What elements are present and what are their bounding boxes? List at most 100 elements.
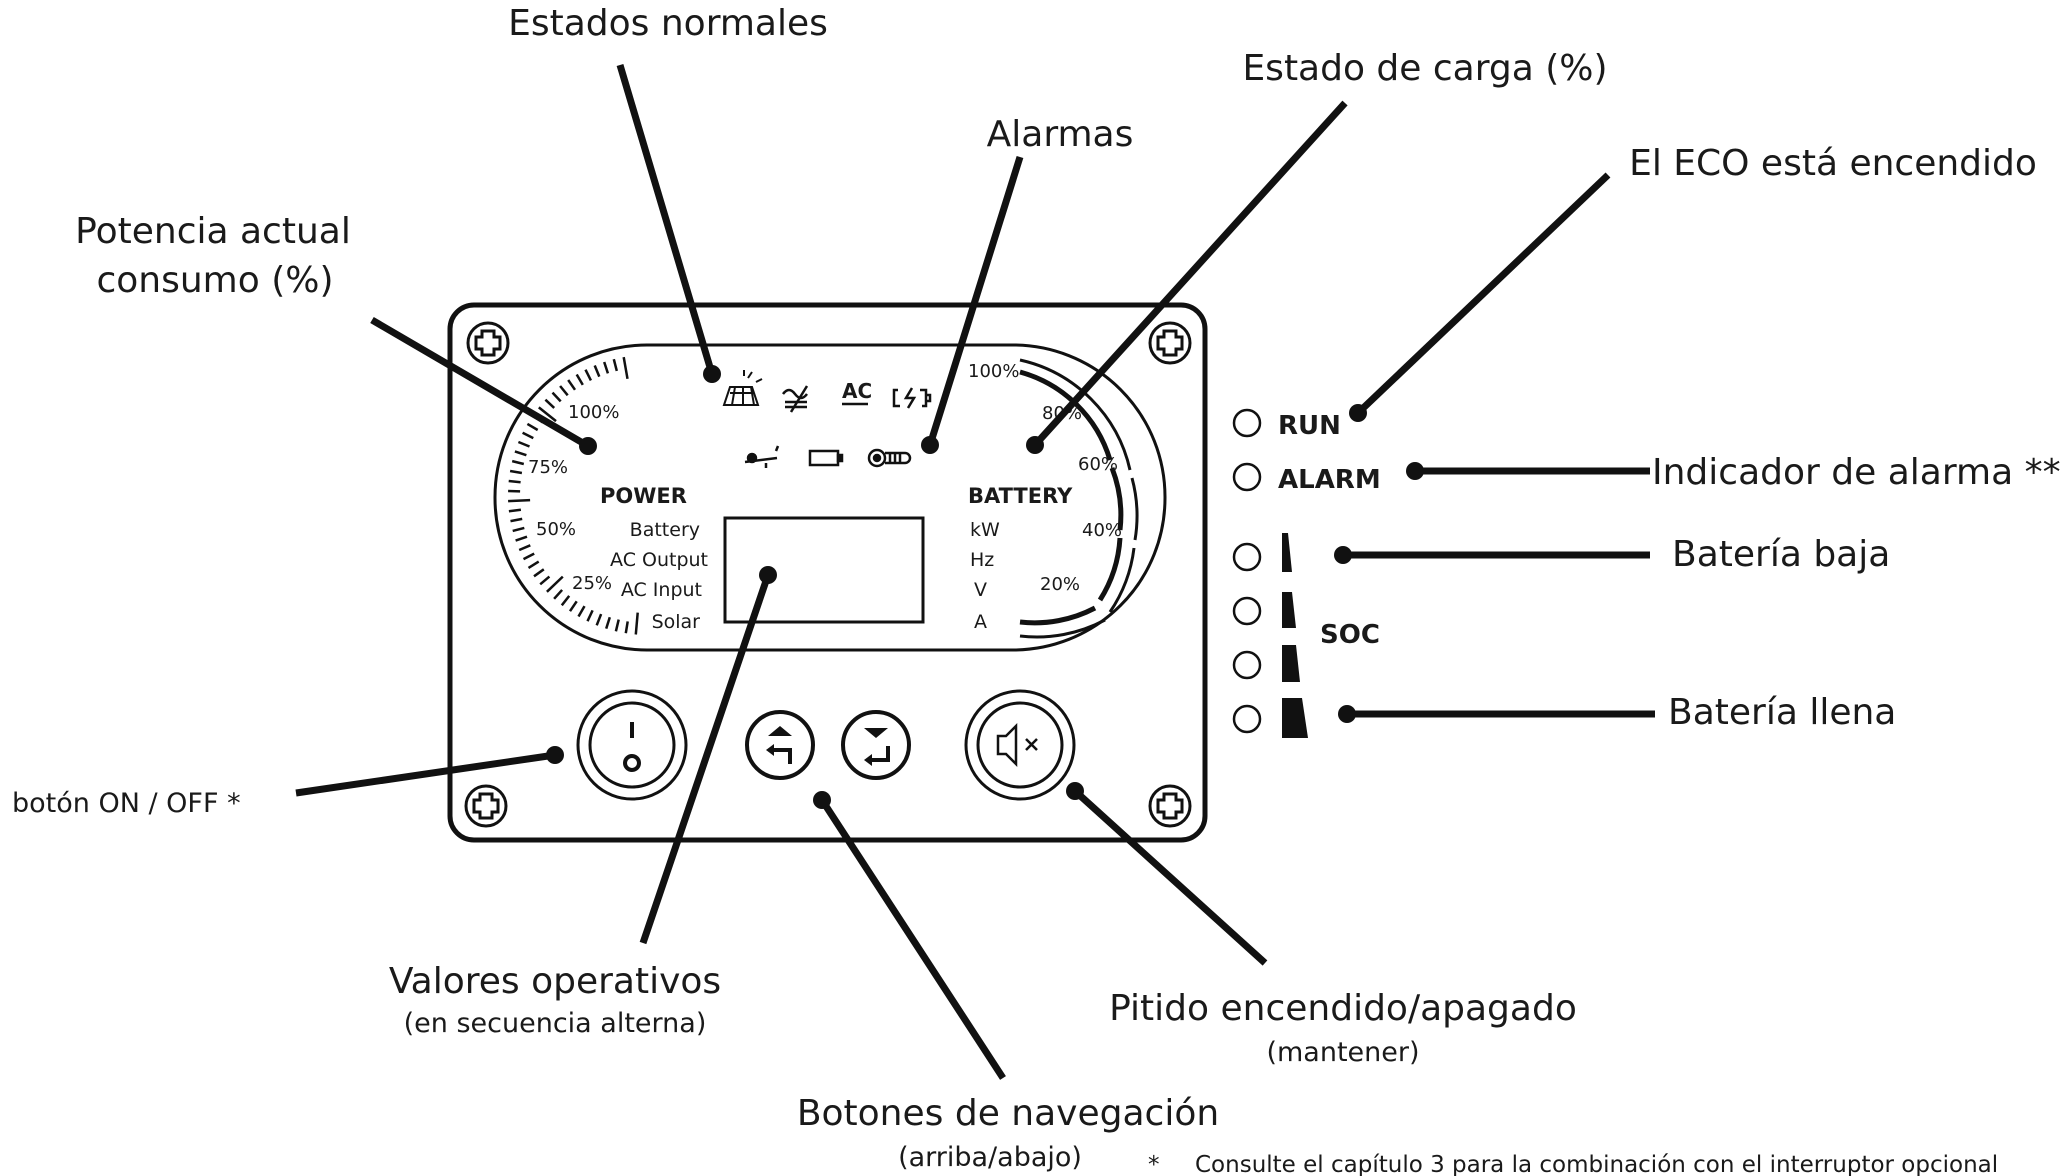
- overload-icon: [744, 445, 780, 468]
- soc-bar-4: [1282, 698, 1308, 738]
- gauge-tick: [567, 379, 577, 391]
- gauge-tick: [539, 575, 551, 586]
- battery-title: BATTERY: [968, 484, 1073, 508]
- charging-icon: [892, 387, 932, 409]
- gauge-tick: [511, 459, 525, 466]
- gauge-tick: [544, 398, 556, 409]
- callout-power-line1: Potencia actual: [75, 211, 351, 252]
- power-scale-25: 25%: [572, 573, 612, 594]
- on-off-button[interactable]: [576, 689, 688, 801]
- leader-lines: [295, 64, 1655, 1080]
- gauge-tick: [614, 619, 620, 632]
- screw-icon: [1148, 784, 1192, 828]
- soc-led-4: [1232, 704, 1262, 734]
- gauge-tick: [605, 616, 611, 629]
- gauge-tick: [595, 613, 603, 626]
- power-row-ac-output: AC Output: [610, 549, 708, 571]
- callout-eco-on: El ECO está encendido: [1629, 143, 2037, 184]
- gauge-tick: [593, 365, 601, 378]
- run-label: RUN: [1278, 411, 1341, 441]
- gauge-tick: [522, 552, 535, 561]
- battery-unit-a: A: [974, 611, 987, 633]
- callout-battery-low: Batería baja: [1672, 534, 1890, 575]
- gauge-tick: [584, 369, 593, 381]
- callout-battery-full: Batería llena: [1668, 692, 1896, 733]
- mute-button[interactable]: [964, 689, 1076, 801]
- footnote: Consulte el capítulo 3 para la combinaci…: [1195, 1152, 1998, 1176]
- run-led: [1232, 408, 1262, 438]
- gauge-tick: [568, 600, 578, 612]
- callout-on-off: botón ON / OFF *: [12, 788, 241, 819]
- gauge-tick: [586, 609, 594, 622]
- gauge-tick: [509, 469, 523, 475]
- gauge-tick: [553, 589, 564, 600]
- gauge-tick: [577, 605, 586, 618]
- battery-unit-v: V: [974, 579, 987, 601]
- gauge-tick: [575, 373, 584, 386]
- down-enter-icon: [864, 728, 890, 766]
- gauge-tick: [518, 544, 531, 552]
- battery-unit-hz: Hz: [970, 549, 994, 571]
- callout-beep: Pitido encendido/apagado: [1109, 988, 1577, 1029]
- gauge-tick: [522, 431, 534, 440]
- up-back-button[interactable]: [745, 710, 815, 780]
- gauge-tick: [624, 621, 629, 634]
- gauge-tick: [551, 391, 562, 403]
- gauge-tick: [526, 422, 539, 432]
- power-icon: [623, 722, 641, 772]
- gauge-tick: [514, 450, 527, 457]
- callout-nav-buttons-sub: (arriba/abajo): [898, 1142, 1082, 1173]
- gauge-tick: [546, 575, 564, 593]
- gauge-tick: [612, 358, 619, 372]
- soc-bar-2: [1282, 592, 1296, 628]
- alarm-led: [1232, 462, 1262, 492]
- gauge-tick: [622, 356, 629, 380]
- battery-unit-kw: kW: [970, 519, 1000, 541]
- gauge-tick: [538, 406, 557, 423]
- gauge-tick: [517, 440, 530, 448]
- gauge-tick: [527, 560, 540, 569]
- mute-icon: [996, 722, 1038, 768]
- gauge-tick: [510, 517, 523, 523]
- callout-alarm-indicator: Indicador de alarma **: [1652, 452, 2060, 493]
- soc-label: SOC: [1320, 620, 1380, 650]
- power-row-solar: Solar: [652, 611, 701, 633]
- gauge-tick: [559, 385, 569, 397]
- callout-operating-values-sub: (en secuencia alterna): [404, 1008, 707, 1039]
- callout-beep-sub: (mantener): [1266, 1037, 1419, 1068]
- battery-scale-100: 100%: [968, 361, 1019, 382]
- callout-power-line2: consumo (%): [96, 260, 333, 301]
- soc-led-2: [1232, 596, 1262, 626]
- battery-scale-20: 20%: [1040, 574, 1080, 595]
- power-row-ac-input: AC Input: [621, 579, 702, 601]
- screw-icon: [1148, 321, 1192, 365]
- up-back-icon: [766, 726, 792, 764]
- battery-icon: [808, 449, 844, 467]
- gauge-tick: [512, 526, 525, 533]
- callout-charge-state: Estado de carga (%): [1242, 48, 1607, 89]
- soc-led-1: [1232, 542, 1262, 572]
- battery-scale-60: 60%: [1078, 454, 1118, 475]
- gauge-tick: [533, 568, 545, 578]
- ac-label: AC: [842, 379, 872, 403]
- down-enter-button[interactable]: [841, 710, 911, 780]
- power-scale-50: 50%: [536, 519, 576, 540]
- power-scale-100: 100%: [568, 402, 619, 423]
- lcd-display: [493, 343, 1167, 652]
- gauge-tick: [634, 612, 639, 635]
- power-row-battery: Battery: [630, 519, 700, 541]
- gauge-tick: [603, 361, 610, 374]
- gauge-tick: [508, 508, 522, 513]
- footnote-mark: *: [1148, 1152, 1160, 1176]
- battery-scale-40: 40%: [1082, 520, 1122, 541]
- soc-bar-1: [1282, 533, 1292, 572]
- gauge-tick: [508, 479, 521, 484]
- callout-alarms: Alarmas: [987, 114, 1134, 155]
- control-panel: 100% 75% 50% 25% POWER Battery AC Output…: [447, 302, 1208, 843]
- ac-icon: AC: [842, 379, 872, 406]
- screw-icon: [466, 321, 510, 365]
- screw-icon: [464, 784, 508, 828]
- power-gauge: [508, 356, 639, 635]
- gauge-tick: [560, 595, 571, 607]
